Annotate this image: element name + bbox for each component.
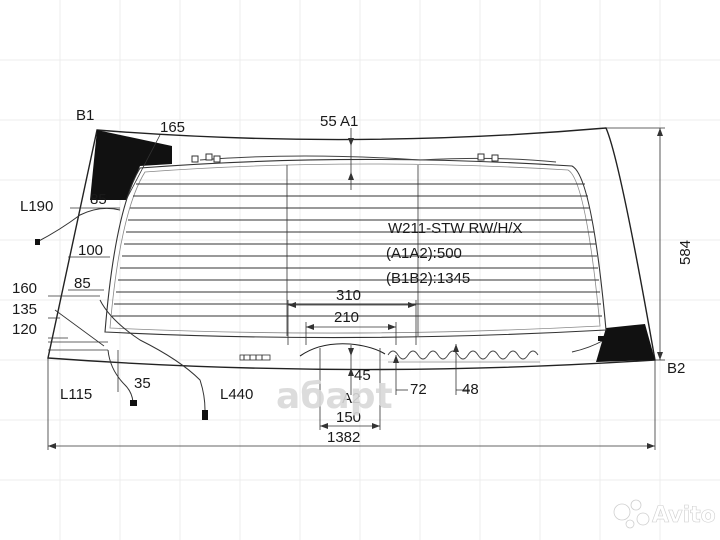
label-45: 45 [354,367,371,384]
label-120: 120 [12,321,37,338]
grid-dividers [286,165,419,336]
label-584: 584 [677,240,694,265]
label-1382: 1382 [327,429,360,446]
label-a1a2: (A1A2):500 [386,245,462,262]
corner-block-bottom-right [596,324,655,362]
label-b1: B1 [76,107,94,124]
label-b1b2: (B1B2):1345 [386,270,470,287]
label-a1: 55 A1 [320,113,358,130]
label-210: 210 [334,309,359,326]
avito-watermark: Avito [613,499,716,529]
center-notch [299,343,386,357]
label-85-top: 85 [90,191,107,208]
label-165: 165 [160,119,185,136]
svg-text:aбapt: aбapt [276,376,393,417]
label-135: 135 [12,301,37,318]
label-160: 160 [12,280,37,297]
cable-connectors [35,239,208,420]
heater-frame [104,158,607,339]
label-85-bottom: 85 [74,275,91,292]
label-72: 72 [410,381,427,398]
abart-watermark-logo: aбapt [276,376,393,417]
label-model: W211-STW RW/H/X [388,220,522,237]
avito-dots-icon [613,499,650,529]
label-48: 48 [462,381,479,398]
dimension-lines [47,127,665,450]
avito-brand-text: Avito [652,503,716,528]
bottom-wave-wire [387,350,539,360]
glass-outline [47,127,656,371]
dimension-arrows [48,128,663,449]
corner-block-top-left [90,130,172,200]
heater-frame-inner [109,163,601,334]
bottom-right-connector [598,336,606,341]
bottom-heater-bar [239,354,271,361]
label-l115: L115 [60,386,92,403]
top-connectors [191,153,499,163]
label-150: 150 [336,409,361,426]
heater-lines [112,183,602,317]
label-l190: L190 [20,198,53,215]
label-a2: A2 [342,390,360,407]
side-cables [36,207,206,411]
bottom-right-cable [571,339,605,353]
label-100: 100 [78,242,103,259]
top-wire [199,155,557,163]
label-l440: L440 [220,386,253,403]
label-310: 310 [336,287,361,304]
label-35: 35 [134,375,151,392]
label-b2: B2 [667,360,685,377]
